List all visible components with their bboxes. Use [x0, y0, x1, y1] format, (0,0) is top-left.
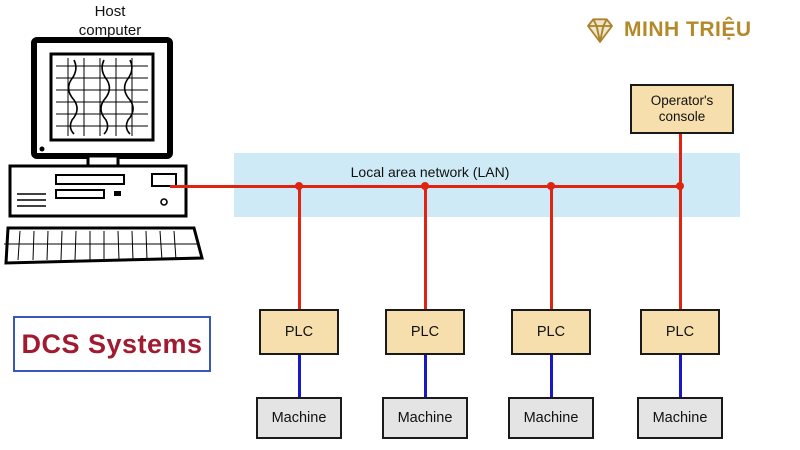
operators-console-label-line2: console — [658, 109, 706, 124]
machine-link-line — [423, 355, 427, 397]
host-computer-label: Host computer — [52, 3, 168, 41]
machine-label: Machine — [523, 410, 579, 426]
console-link-line — [678, 134, 682, 186]
machine-label: Machine — [652, 410, 708, 426]
host-computer-label-line1: Host — [94, 3, 126, 20]
machine-box: Machine — [637, 397, 723, 439]
lan-junction-dot — [676, 182, 684, 190]
desktop-computer-icon — [4, 37, 204, 265]
plc-drop-line — [297, 188, 301, 309]
plc-box: PLC — [259, 309, 339, 355]
machine-label: Machine — [397, 410, 453, 426]
plc-label: PLC — [410, 324, 440, 340]
dcs-systems-label-box: DCS Systems — [13, 316, 211, 372]
machine-link-line — [297, 355, 301, 397]
plc-label: PLC — [665, 324, 695, 340]
lan-junction-dot — [547, 182, 555, 190]
machine-box: Machine — [256, 397, 342, 439]
plc-box: PLC — [640, 309, 720, 355]
plc-label: PLC — [284, 324, 314, 340]
machine-label: Machine — [271, 410, 327, 426]
gem-icon — [587, 18, 613, 43]
plc-box: PLC — [385, 309, 465, 355]
machine-link-line — [549, 355, 553, 397]
lan-label: Local area network (LAN) — [350, 164, 510, 180]
machine-link-line — [678, 355, 682, 397]
dcs-systems-label: DCS Systems — [21, 328, 203, 359]
plc-drop-line — [549, 188, 553, 309]
plc-drop-line — [678, 188, 682, 309]
operators-console-label-line1: Operator's — [650, 92, 714, 108]
brand-name: MINH TRIỆU — [624, 18, 752, 41]
plc-drop-line — [423, 188, 427, 309]
lan-junction-dot — [421, 182, 429, 190]
host-computer-label-line2: computer — [78, 21, 142, 39]
machine-box: Machine — [508, 397, 594, 439]
operators-console-box: Operator's console — [630, 84, 734, 134]
plc-box: PLC — [511, 309, 591, 355]
brand-logo: MINH TRIỆU — [584, 14, 752, 46]
lan-junction-dot — [295, 182, 303, 190]
machine-box: Machine — [382, 397, 468, 439]
plc-label: PLC — [536, 324, 566, 340]
